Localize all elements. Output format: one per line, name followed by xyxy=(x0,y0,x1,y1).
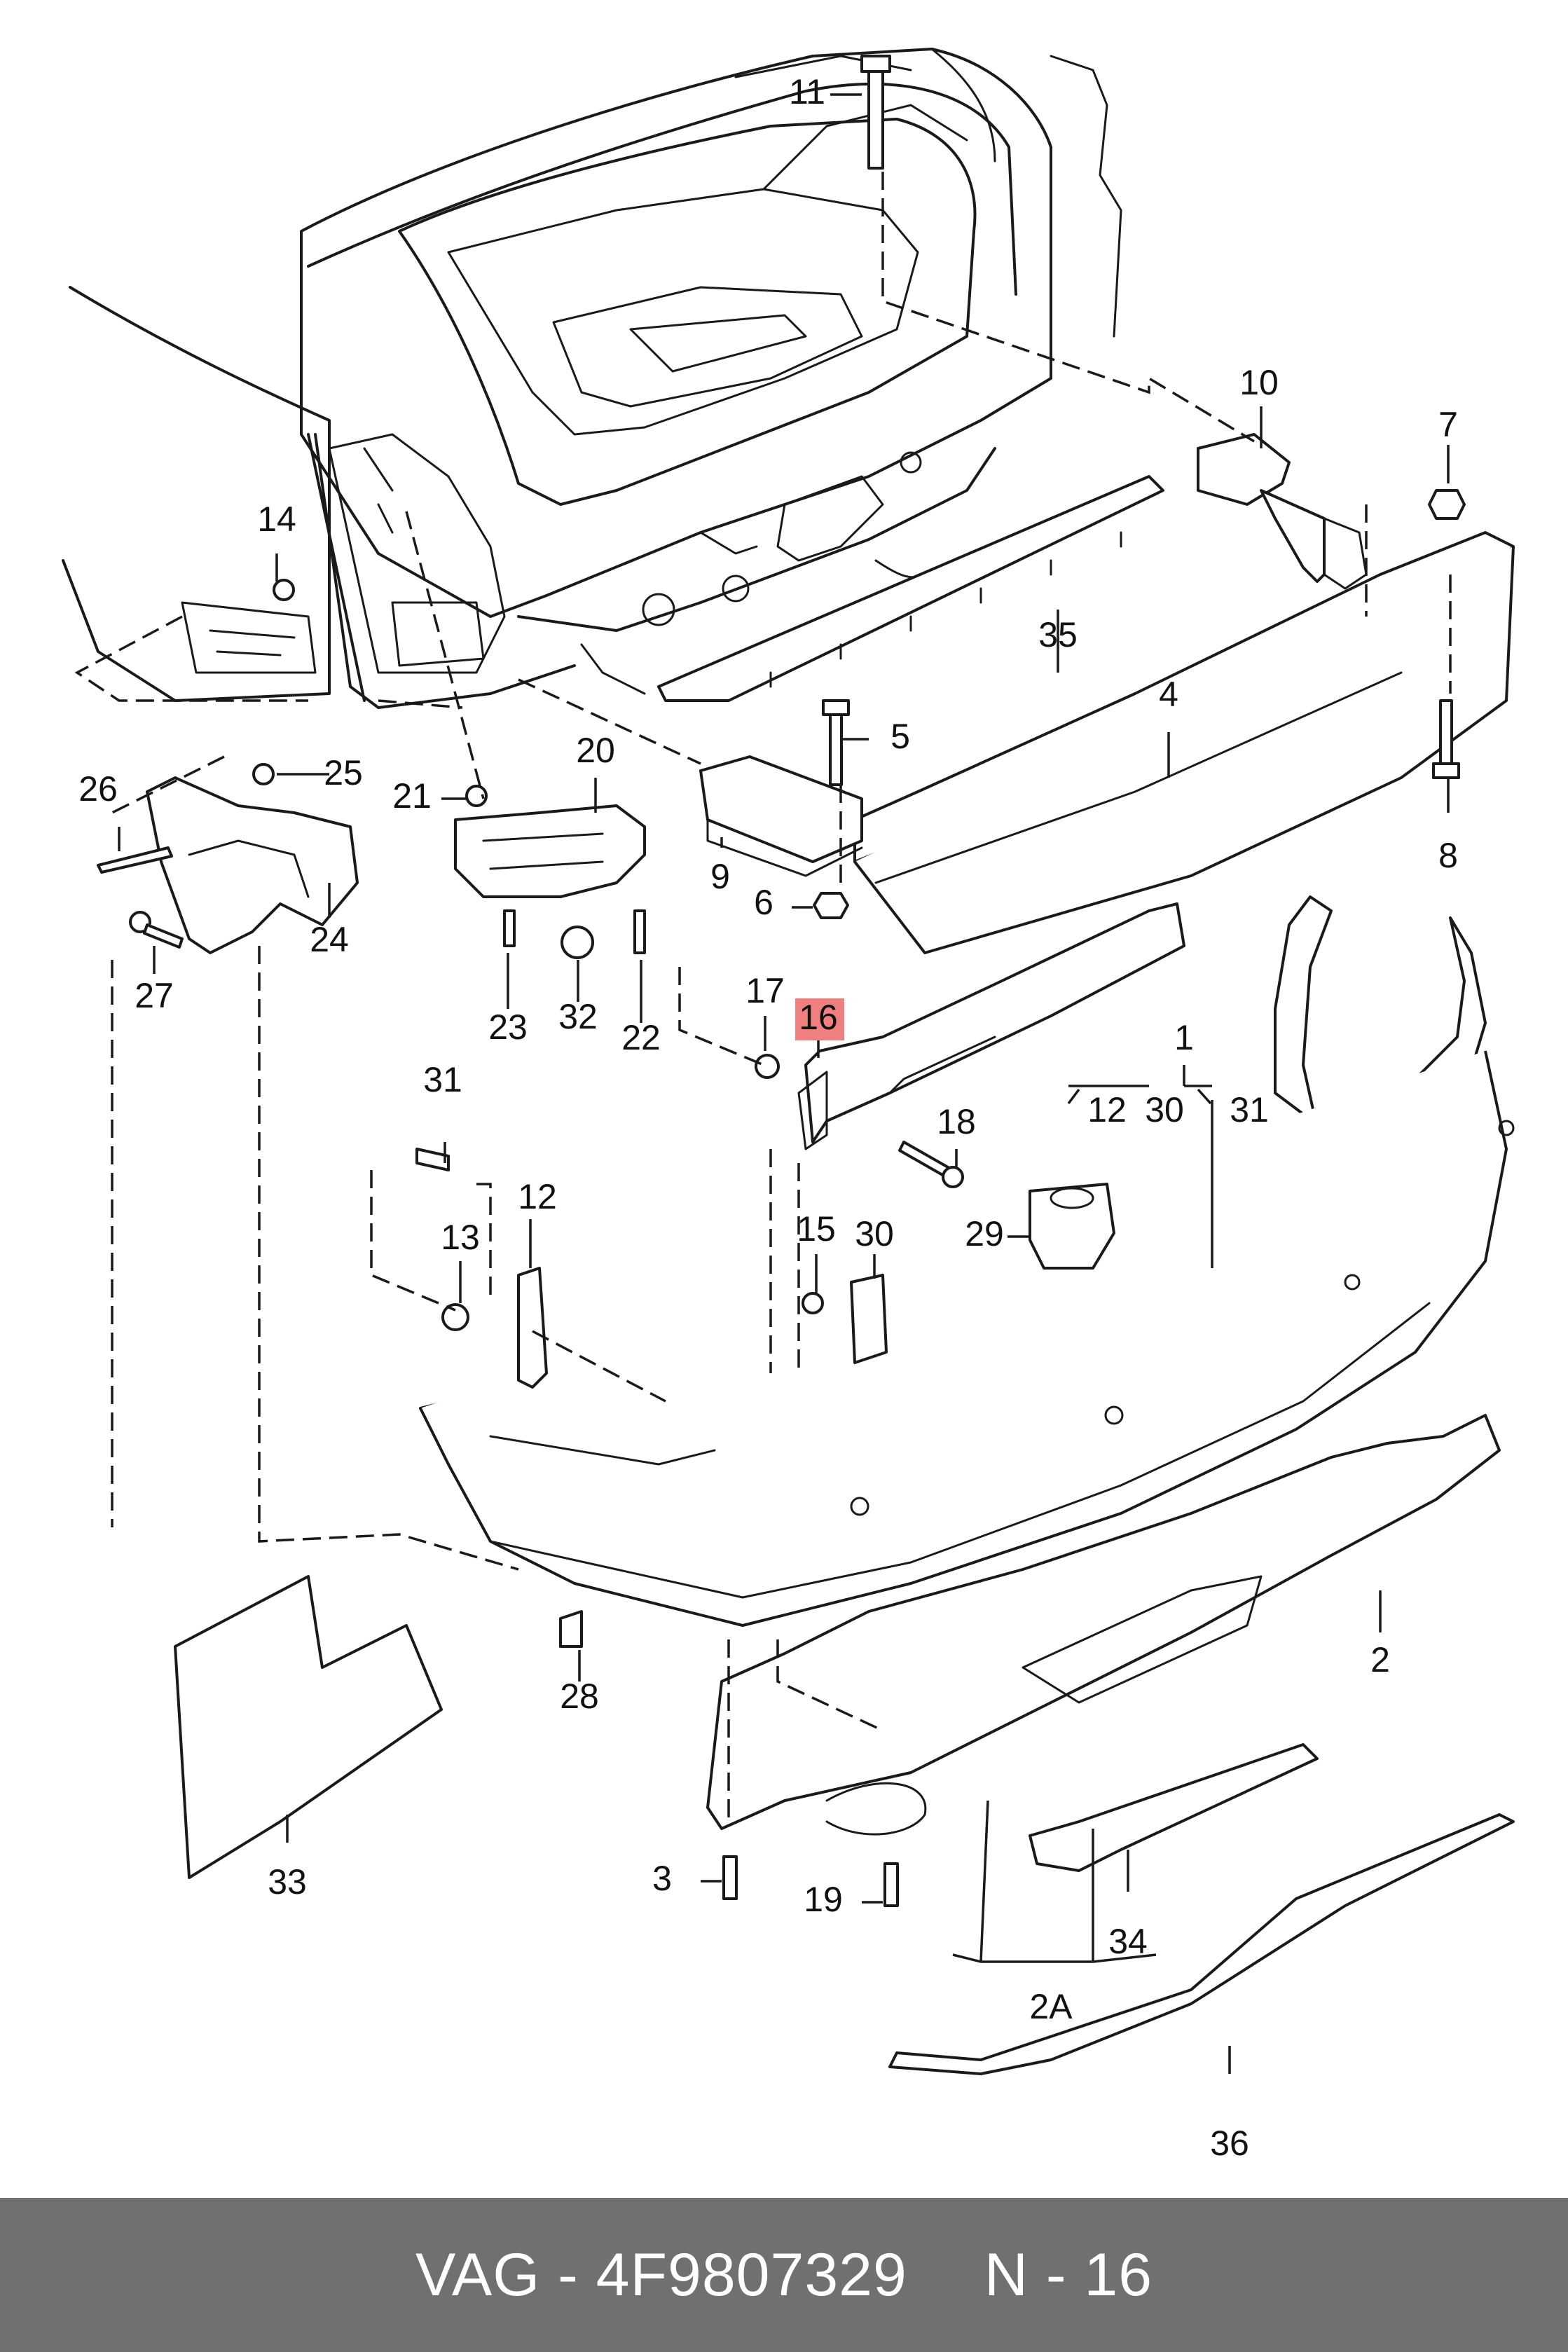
label-15: 15 xyxy=(797,1209,836,1249)
label-25: 25 xyxy=(324,753,363,792)
label-31-group: 31 xyxy=(1230,1090,1269,1129)
label-12: 12 xyxy=(518,1177,557,1216)
label-26: 26 xyxy=(78,769,118,809)
label-30: 30 xyxy=(855,1214,894,1253)
assembly-dash-lines xyxy=(74,172,1452,1822)
label-31: 31 xyxy=(423,1060,462,1099)
footer-part-number: 4F9807329 xyxy=(596,2241,907,2309)
part-10-damper xyxy=(1197,433,1368,590)
part-29-sensor-housing xyxy=(1029,1183,1115,1270)
label-17: 17 xyxy=(745,971,785,1010)
footer-ref-number: 16 xyxy=(1084,2241,1153,2309)
label-5: 5 xyxy=(890,717,910,756)
part-12-bracket xyxy=(517,1267,548,1389)
label-28: 28 xyxy=(560,1677,599,1716)
label-19: 19 xyxy=(804,1880,843,1919)
label-35: 35 xyxy=(1038,615,1078,654)
label-1: 1 xyxy=(1174,1018,1194,1057)
footer-brand: VAG xyxy=(415,2241,541,2309)
label-29: 29 xyxy=(965,1214,1004,1253)
highlight-box-16 xyxy=(795,998,844,1040)
label-18: 18 xyxy=(937,1102,976,1141)
label-12-group: 12 xyxy=(1087,1090,1127,1129)
part-4-bumper-beam xyxy=(853,531,1515,954)
footer-bar: VAG - 4F9807329 N - 16 xyxy=(0,2198,1568,2352)
label-34: 34 xyxy=(1108,1922,1148,1961)
label-33: 33 xyxy=(268,1862,307,1901)
car-body-rear xyxy=(62,48,1122,709)
part-1-bumper-cover xyxy=(419,895,1515,1627)
part-30-cover xyxy=(850,1274,888,1364)
label-8: 8 xyxy=(1438,836,1458,875)
part-labels: 11 10 7 14 35 4 5 26 25 21 20 9 6 8 24 2… xyxy=(78,72,1458,2163)
label-13: 13 xyxy=(441,1218,480,1257)
label-2A: 2A xyxy=(1029,1987,1073,2026)
footer-dash: - xyxy=(558,2241,579,2309)
label-10: 10 xyxy=(1239,363,1279,402)
footer-ref-dash: - xyxy=(1045,2241,1067,2309)
label-3: 3 xyxy=(652,1859,672,1898)
label-24: 24 xyxy=(310,920,349,959)
label-9: 9 xyxy=(710,857,730,896)
label-6: 6 xyxy=(754,883,773,922)
label-20: 20 xyxy=(576,731,615,770)
part-20-bracket xyxy=(454,804,646,898)
part-24-bracket xyxy=(146,776,359,954)
label-23: 23 xyxy=(488,1007,528,1047)
part-2-diffuser xyxy=(706,1414,1515,2075)
part-16-guide xyxy=(797,902,1185,1150)
label-32: 32 xyxy=(558,997,598,1036)
leader-lines xyxy=(118,93,1450,2074)
label-7: 7 xyxy=(1438,405,1458,444)
label-2: 2 xyxy=(1370,1640,1390,1679)
part-28-clip xyxy=(559,1610,583,1648)
label-21: 21 xyxy=(392,776,432,816)
part-9-bracket xyxy=(699,755,863,877)
footer-ref-prefix: N xyxy=(984,2241,1029,2309)
exploded-parts-diagram: 11 10 7 14 35 4 5 26 25 21 20 9 6 8 24 2… xyxy=(62,48,1515,2163)
label-22: 22 xyxy=(621,1018,661,1057)
label-11: 11 xyxy=(789,72,825,111)
fasteners xyxy=(97,55,1466,1907)
part-35-trim-rail xyxy=(657,475,1164,702)
label-16: 16 xyxy=(799,998,838,1037)
label-4: 4 xyxy=(1159,675,1178,714)
label-27: 27 xyxy=(135,976,174,1015)
label-36: 36 xyxy=(1210,2124,1249,2163)
part-33-pad xyxy=(174,1575,443,1879)
label-14: 14 xyxy=(257,500,296,539)
label-30-group: 30 xyxy=(1145,1090,1184,1129)
